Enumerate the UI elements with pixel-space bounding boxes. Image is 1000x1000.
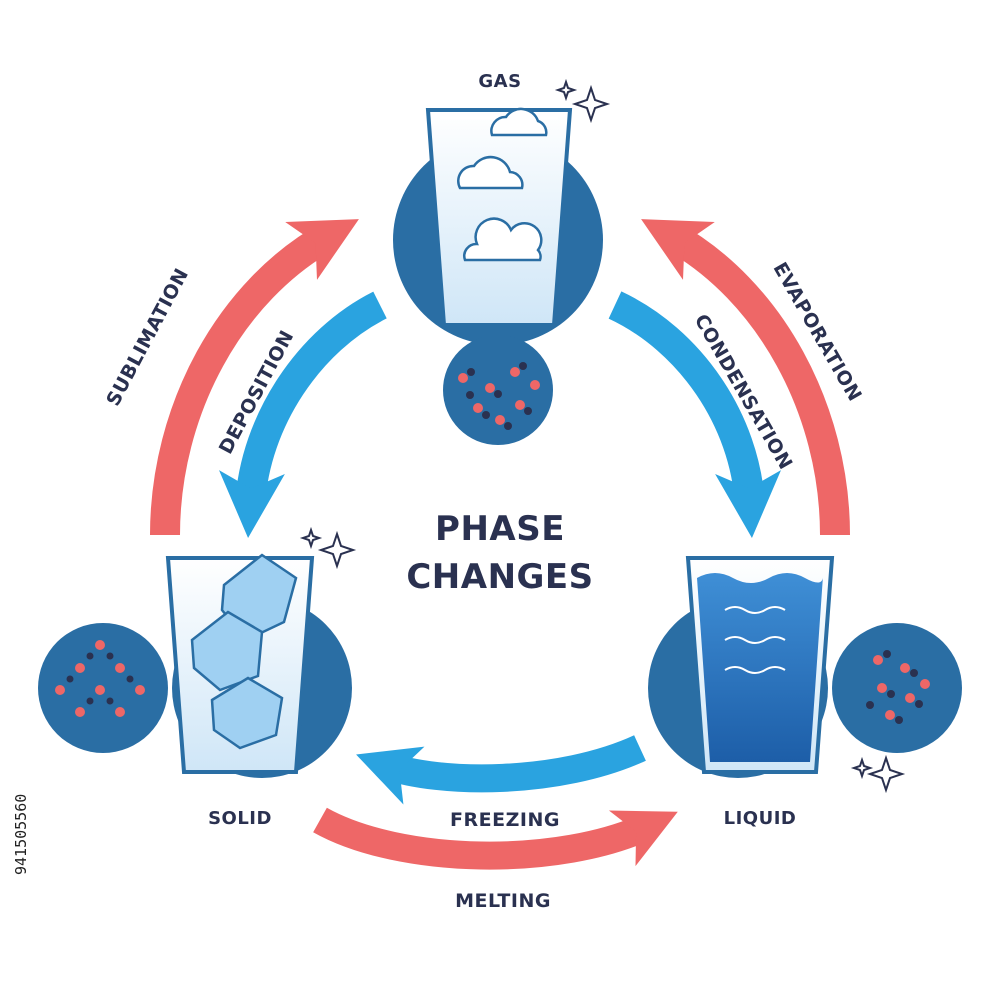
melting-label: MELTING	[455, 890, 551, 912]
liquid-state-illustration	[648, 556, 962, 794]
cloud-icon	[457, 107, 548, 262]
ice-cube-icon	[190, 553, 298, 750]
sublimation-arrow	[150, 219, 359, 536]
evaporation-arrow	[641, 219, 850, 536]
solid-lattice-icon	[55, 640, 145, 717]
title-line-2: CHANGES	[406, 557, 593, 597]
gas-molecules-icon	[458, 362, 540, 430]
image-id-label-container: 941505560	[12, 794, 30, 875]
melting-arrow	[313, 807, 678, 870]
deposition-arrow	[219, 291, 387, 538]
image-id-label: 941505560	[12, 794, 30, 875]
liquid-molecules-icon	[866, 650, 930, 724]
gas-state-illustration	[393, 78, 611, 445]
gas-label: GAS	[478, 71, 521, 92]
condensation-arrow	[608, 291, 781, 538]
sparkle-icon	[850, 754, 906, 794]
solid-label: SOLID	[208, 808, 272, 829]
title-line-1: PHASE	[435, 509, 565, 549]
sparkle-icon	[554, 78, 611, 124]
sparkle-icon	[299, 526, 357, 570]
liquid-label: LIQUID	[724, 808, 797, 829]
freezing-label: FREEZING	[450, 809, 560, 831]
solid-state-illustration	[38, 526, 357, 778]
freezing-arrow	[356, 735, 646, 805]
